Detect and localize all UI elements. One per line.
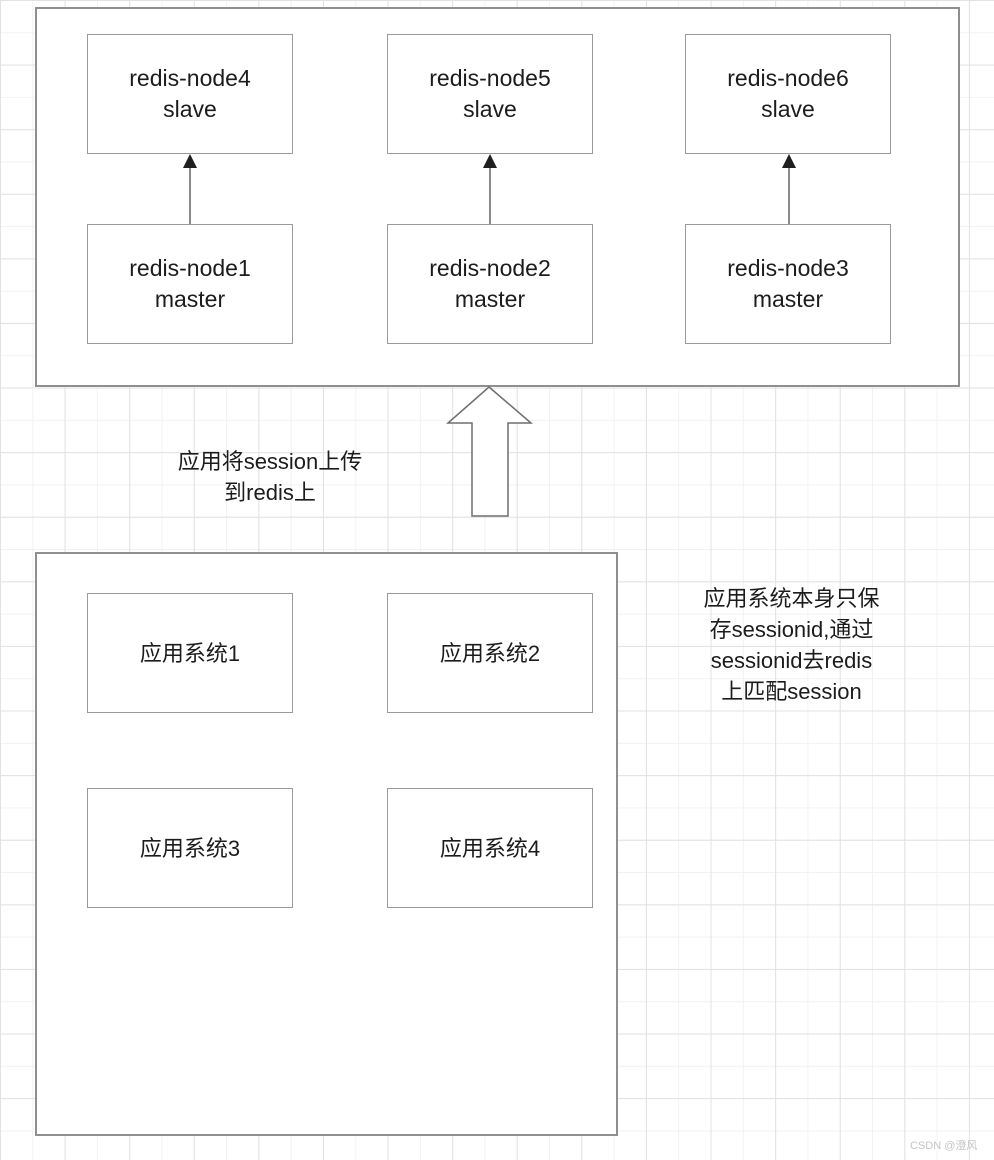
node-role: master xyxy=(154,286,226,312)
node-name: redis-node4 xyxy=(129,65,251,91)
annotation-line: 存sessionid,通过 xyxy=(709,617,874,642)
annotation-line: 应用系统本身只保 xyxy=(703,586,880,611)
upload-session-annotation: 应用将session上传 到redis上 xyxy=(160,446,380,508)
node-box-redis-node1: redis-node1 master xyxy=(87,224,293,344)
annotation-line: sessionid去redis xyxy=(710,648,873,673)
app-system-box-2: 应用系统2 xyxy=(387,593,593,713)
app-system-label: 应用系统1 xyxy=(139,640,241,666)
sessionid-lookup-annotation: 应用系统本身只保 存sessionid,通过 sessionid去redis 上… xyxy=(660,583,923,707)
node-box-redis-node6: redis-node6 slave xyxy=(685,34,891,154)
node-box-redis-node3: redis-node3 master xyxy=(685,224,891,344)
replication-arrow-up-icon xyxy=(183,154,197,168)
app-system-label: 应用系统2 xyxy=(439,640,541,666)
csdn-watermark: CSDN @澄风 xyxy=(910,1140,978,1152)
app-system-box-1: 应用系统1 xyxy=(87,593,293,713)
annotation-line: 上匹配session xyxy=(721,679,862,704)
replication-arrow-up-icon xyxy=(782,154,796,168)
node-role: slave xyxy=(163,96,217,122)
app-system-box-3: 应用系统3 xyxy=(87,788,293,908)
replication-arrow-line xyxy=(489,166,491,224)
node-name: redis-node5 xyxy=(429,65,551,91)
node-role: master xyxy=(752,286,824,312)
node-name: redis-node6 xyxy=(727,65,849,91)
node-name: redis-node3 xyxy=(727,255,849,281)
node-name: redis-node2 xyxy=(429,255,551,281)
node-role: master xyxy=(454,286,526,312)
node-role: slave xyxy=(463,96,517,122)
big-up-arrow-icon xyxy=(446,386,534,517)
node-box-redis-node2: redis-node2 master xyxy=(387,224,593,344)
app-system-label: 应用系统4 xyxy=(439,835,541,861)
node-role: slave xyxy=(761,96,815,122)
node-box-redis-node5: redis-node5 slave xyxy=(387,34,593,154)
replication-arrow-line xyxy=(788,166,790,224)
node-box-redis-node4: redis-node4 slave xyxy=(87,34,293,154)
annotation-line: 到redis上 xyxy=(224,480,316,505)
app-system-label: 应用系统3 xyxy=(139,835,241,861)
replication-arrow-up-icon xyxy=(483,154,497,168)
annotation-line: 应用将session上传 xyxy=(177,449,363,474)
node-name: redis-node1 xyxy=(129,255,251,281)
app-system-box-4: 应用系统4 xyxy=(387,788,593,908)
replication-arrow-line xyxy=(189,166,191,224)
